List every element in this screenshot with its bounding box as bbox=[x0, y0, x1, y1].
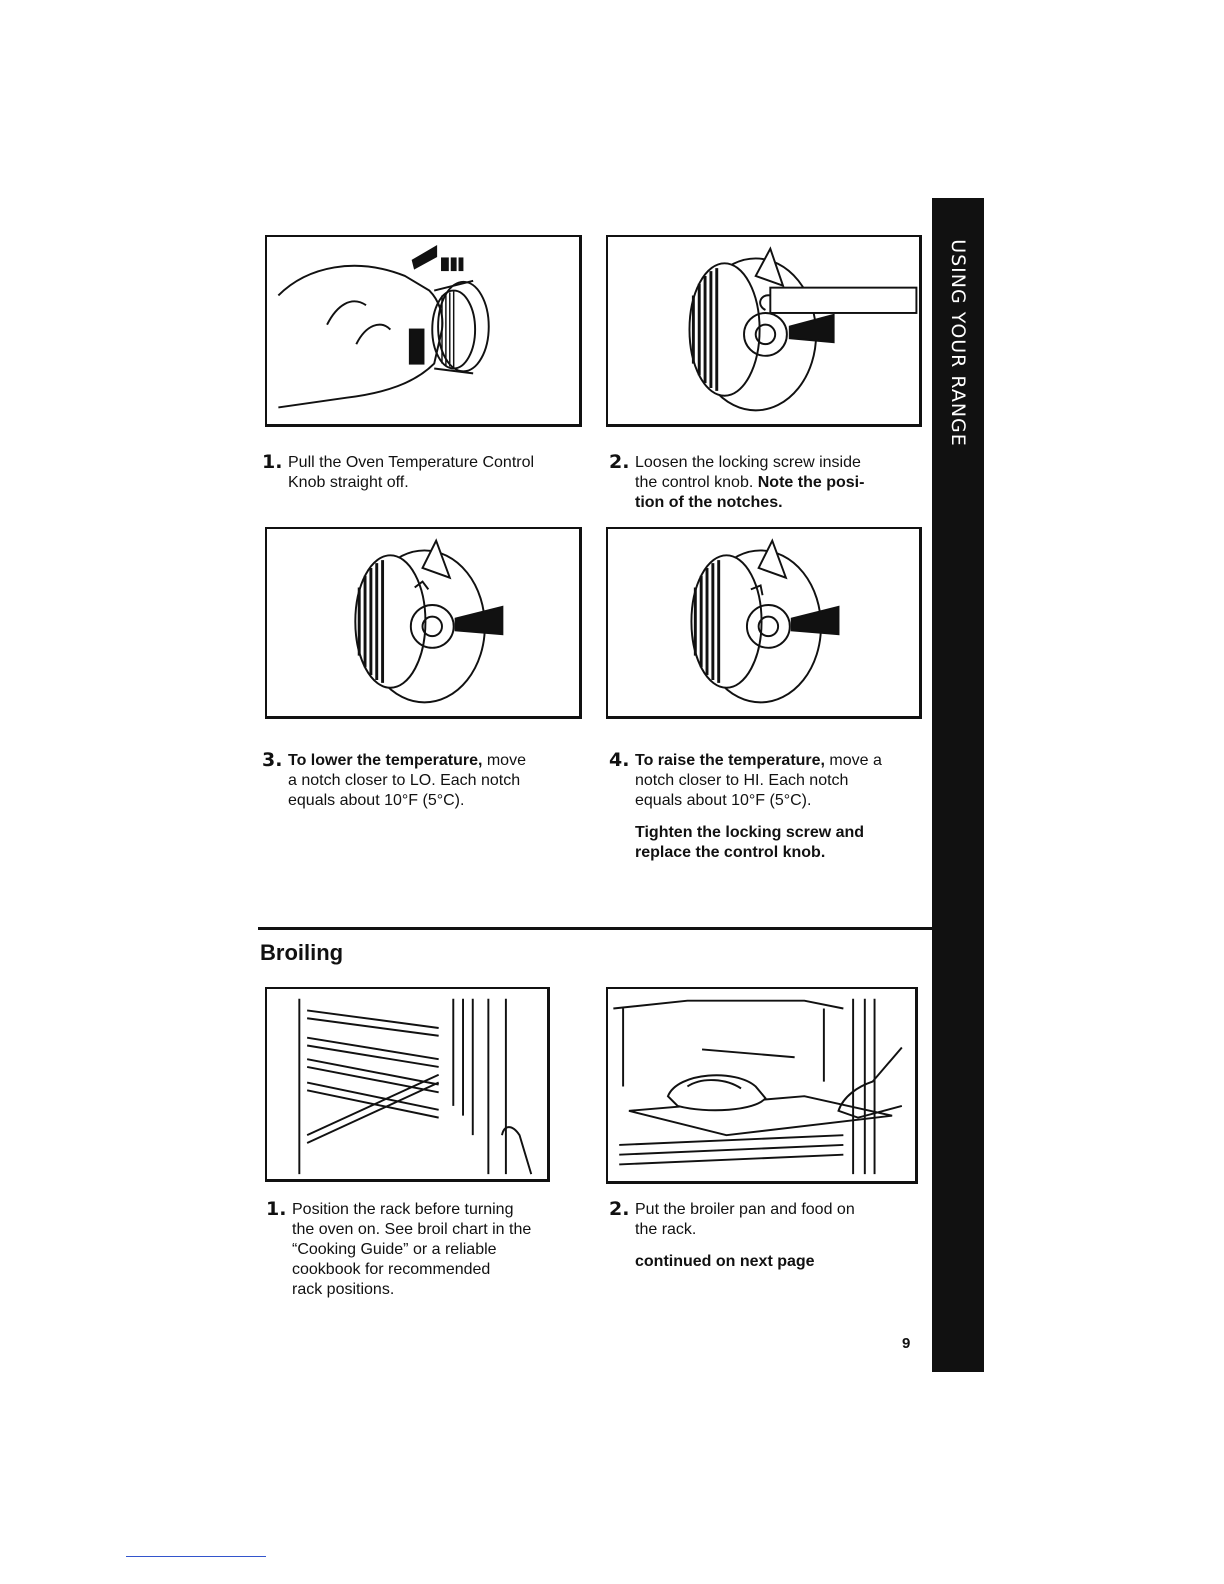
figure-loosen-screw bbox=[606, 235, 922, 427]
step-text-line: Loosen the locking screw inside bbox=[635, 454, 861, 471]
side-tab-label: USING YOUR RANGE bbox=[947, 239, 969, 447]
step-text-line: notch closer to HI. Each notch bbox=[635, 772, 849, 789]
figure-lower-temp bbox=[265, 527, 582, 719]
broiler-pan-illustration bbox=[613, 998, 903, 1175]
step-text-line: cookbook for recommended bbox=[292, 1261, 491, 1278]
figure-oven-rack bbox=[265, 987, 550, 1182]
page-number: 9 bbox=[902, 1335, 911, 1352]
step-text-line-mixed: To lower the temperature, move bbox=[288, 751, 526, 771]
footer-underline bbox=[126, 1556, 266, 1557]
step-number: 2. bbox=[609, 451, 630, 473]
figure-broiler-pan bbox=[606, 987, 918, 1184]
step-bold-line: tion of the notches. bbox=[635, 494, 783, 511]
side-tab-label-wrap: USING YOUR RANGE bbox=[932, 198, 984, 488]
step-text-line: Position the rack before turning bbox=[292, 1201, 514, 1218]
step-number: 2. bbox=[609, 1198, 630, 1220]
step-text-line: equals about 10°F (5°C). bbox=[288, 792, 465, 809]
step-lead-rest: move bbox=[482, 752, 526, 769]
step-lead-rest: move a bbox=[824, 752, 882, 769]
step-text-line-mixed: the control knob. Note the posi- bbox=[635, 473, 864, 493]
broil-step-1-position-rack: 1. Position the rack before turning the … bbox=[266, 1198, 586, 1304]
continued-note: continued on next page bbox=[635, 1253, 815, 1270]
step-text-line: Put the broiler pan and food on bbox=[635, 1201, 855, 1218]
step-text-line: equals about 10°F (5°C). bbox=[635, 792, 812, 809]
step-text-line: the rack. bbox=[635, 1221, 697, 1238]
step-text-line: the oven on. See broil chart in the bbox=[292, 1221, 532, 1238]
section-divider bbox=[258, 927, 932, 930]
figure-pull-knob bbox=[265, 235, 582, 427]
section-heading-broiling: Broiling bbox=[260, 940, 344, 965]
step-text-line-mixed: To raise the temperature, move a bbox=[635, 751, 882, 771]
step-1-pull-knob: 1. Pull the Oven Temperature Control Kno… bbox=[262, 451, 582, 497]
step-note-line: replace the control knob. bbox=[635, 844, 826, 861]
step-number: 1. bbox=[262, 451, 283, 473]
step-3-lower-temp: 3. To lower the temperature, move a notc… bbox=[262, 749, 582, 815]
step-number: 3. bbox=[262, 749, 283, 771]
hand-pulling-knob-illustration bbox=[277, 245, 490, 409]
screwdriver-knob-illustration bbox=[688, 246, 918, 412]
broil-step-2-place-pan: 2. Put the broiler pan and food on the r… bbox=[609, 1198, 929, 1280]
knob-lower-illustration bbox=[354, 538, 504, 704]
step-bold-text: Note the posi- bbox=[757, 474, 865, 491]
step-number: 4. bbox=[609, 749, 630, 771]
step-text-line: “Cooking Guide” or a reliable bbox=[292, 1241, 497, 1258]
step-text: the control knob. bbox=[635, 474, 754, 491]
step-text-line: Knob straight off. bbox=[288, 474, 409, 491]
step-bold-lead: To lower the temperature, bbox=[288, 752, 483, 769]
step-note-line: Tighten the locking screw and bbox=[635, 824, 865, 841]
step-number: 1. bbox=[266, 1198, 287, 1220]
step-note: Tighten the locking screw and replace th… bbox=[635, 823, 882, 863]
step-text-line: a notch closer to LO. Each notch bbox=[288, 772, 521, 789]
step-text-line: rack positions. bbox=[292, 1281, 395, 1298]
step-text-line: Pull the Oven Temperature Control bbox=[288, 454, 535, 471]
step-2-loosen-screw: 2. Loosen the locking screw inside the c… bbox=[609, 451, 929, 517]
knob-raise-illustration bbox=[690, 538, 840, 704]
oven-rack-illustration bbox=[298, 998, 533, 1175]
figure-raise-temp bbox=[606, 527, 922, 719]
step-4-raise-temp: 4. To raise the temperature, move a notc… bbox=[609, 749, 929, 863]
side-tab bbox=[932, 198, 984, 1372]
step-bold-lead: To raise the temperature, bbox=[635, 752, 825, 769]
